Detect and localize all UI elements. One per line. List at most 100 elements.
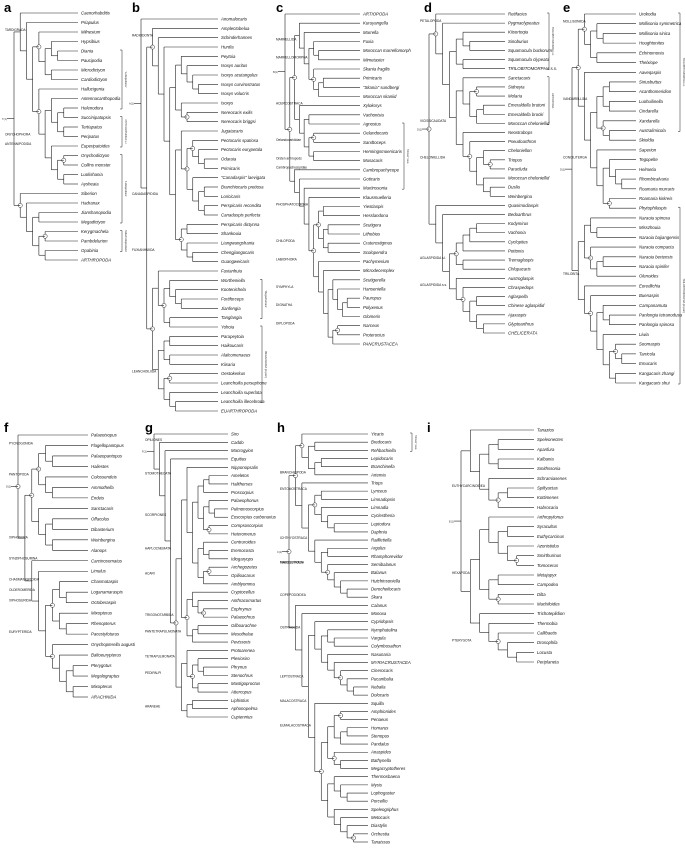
taxon-label: Bathynella xyxy=(371,758,392,763)
group-bracket-label: 'Lobopodians' xyxy=(124,181,128,197)
taxon-label: "Canadaspis" laevigata xyxy=(221,175,266,180)
taxon-label: Odaraia xyxy=(221,157,237,162)
taxon-label: Octoberaspis xyxy=(91,600,117,605)
panel-label: h xyxy=(277,420,285,435)
taxon-label: Phrynus xyxy=(231,665,248,670)
taxon-label: Argulus xyxy=(370,546,386,551)
taxon-label: Tanglangia xyxy=(221,315,242,320)
taxon-label: Caddo xyxy=(231,440,244,445)
taxon-label: Cindarella xyxy=(639,109,659,114)
taxon-label: Craterostigmus xyxy=(363,241,393,246)
taxon-label: Megadictyon xyxy=(81,220,106,225)
taxon-label: Archegozetes xyxy=(230,565,258,570)
taxon-label: Priapulus xyxy=(81,20,100,25)
clade-label: XIPHOSURA xyxy=(9,536,29,540)
taxon-label: Jugatacaris xyxy=(220,129,244,134)
taxon-label: Skioldia xyxy=(639,138,655,143)
taxon-label: Euthycarcinus xyxy=(537,534,565,539)
clade-label: PHOSPHATOCOPINA xyxy=(276,202,309,206)
taxon-label: Onychopterella augusti xyxy=(91,642,136,647)
panel-label: a xyxy=(4,0,12,15)
taxon-label: Mastigoproctus xyxy=(231,681,261,686)
taxon-label: Ammothella xyxy=(90,485,114,490)
taxon-label: Squilla xyxy=(371,701,385,706)
taxon-label: Campanamuta xyxy=(639,303,668,308)
taxon-label: Arthropylonus xyxy=(536,515,564,520)
taxon-label: Hallucigenia xyxy=(81,87,105,92)
taxon-label: Schinderhannes xyxy=(221,35,253,40)
panel-label: g xyxy=(145,420,153,435)
taxon-label: Cinerocaris xyxy=(371,668,394,673)
taxon-label: Guangweicaris xyxy=(221,259,250,264)
clade-label: LABIOPHORA xyxy=(276,257,298,261)
taxon-label: Pucanibalia xyxy=(371,676,394,681)
taxon-label: Pandalus xyxy=(371,742,390,747)
taxon-label: Chengjiangocaris xyxy=(221,250,255,255)
taxon-label: Semibalanus xyxy=(371,562,397,567)
taxon-label: Kalbania xyxy=(537,457,554,462)
taxon-label: Kootenichela xyxy=(221,287,246,292)
group-bracket xyxy=(120,154,123,224)
taxon-label: Isoxys xyxy=(221,101,234,106)
taxon-label: Eoredlichia xyxy=(639,283,661,288)
clade-label: PTERYGOTA xyxy=(452,638,472,642)
taxon-label: Alanops xyxy=(90,548,107,553)
taxon-label: Chlupacaris xyxy=(508,267,532,272)
taxon-label: Macrogyion xyxy=(231,448,254,453)
taxon-label: Metocaris xyxy=(371,815,390,820)
clade-label: SYNZIPHOSURINA xyxy=(9,557,38,561)
taxon-label: Amplectobelua xyxy=(220,26,250,31)
taxon-label: Spiltyactas xyxy=(537,486,559,491)
taxon-label: Emeraldella brutoni xyxy=(508,103,546,108)
clade-label: Orsten arthropods xyxy=(276,156,302,160)
taxon-label: Rhamphorevidor xyxy=(371,554,403,559)
taxon-label: Aysheaia xyxy=(80,182,99,187)
clade-label: CHASMATASPIDIDA xyxy=(9,578,40,582)
panel-b: bA(1)AnomalocarisAmplectobeluaSchinderha… xyxy=(129,0,268,414)
taxon-label: Diastylis xyxy=(371,823,388,828)
taxon-label: Naraoia bajiangensis xyxy=(639,235,680,240)
clade-label: XIPHOSURIDA xyxy=(9,598,32,602)
clade-label: LEPTOSTRACA xyxy=(280,675,304,679)
taxon-label: Squamacula clypeata xyxy=(508,57,550,62)
taxon-label: Panlongia tetranodusa xyxy=(639,313,683,318)
taxon-label: Primicaris xyxy=(363,76,383,81)
taxon-label: Dolocaris xyxy=(371,693,390,698)
taxon-label: Perspicaris dictynna xyxy=(221,222,260,227)
taxon-label: Kiisortoqia xyxy=(508,30,529,35)
taxon-label: Cheloniellon xyxy=(508,148,532,153)
taxon-label: Sinoburius xyxy=(508,39,529,44)
taxon-label: Heteromerus xyxy=(231,531,257,536)
taxon-label: Smithssonia xyxy=(537,466,561,471)
taxon-label: Limulus xyxy=(91,569,107,574)
node-mark-label: F(1) xyxy=(142,450,147,454)
taxon-label: Periplaneta xyxy=(537,660,559,665)
panel-f: fD(1)PalaeoisopusFlagellopantopusPalaeop… xyxy=(4,420,136,700)
taxon-label: Callibaetis xyxy=(537,631,558,636)
taxon-label: Xylokorys xyxy=(362,103,382,108)
taxon-label: Smirthurinus xyxy=(537,553,562,558)
clade-label: DIGNATHA xyxy=(276,303,293,307)
taxon-label: Aphonopelma xyxy=(230,706,258,711)
taxon-label: Habrocaria xyxy=(537,505,559,510)
taxon-label: Kerygmachela xyxy=(81,229,109,234)
taxon-label: Nymphatelina xyxy=(371,627,398,632)
taxon-label: Vargula xyxy=(371,636,386,641)
taxon-label: Siro xyxy=(231,432,239,437)
taxon-label: Lynceus xyxy=(371,489,388,494)
taxon-label: Tanaissus xyxy=(371,840,391,845)
taxon-label: Porcellio xyxy=(371,799,388,804)
taxon-label: Leanchoilia illecebrosa xyxy=(221,399,265,404)
taxon-label: Speleogriphus xyxy=(371,807,399,812)
taxon-label: Pauropus xyxy=(363,296,382,301)
panel-label: i xyxy=(427,420,431,435)
clade-label: MOLLISONIIDA xyxy=(563,20,587,24)
taxon-label: Hadranax xyxy=(81,201,100,206)
taxon-label: Cypridopsis xyxy=(371,619,394,624)
group-bracket-label: MEGACHEIRA (in part) xyxy=(264,351,268,378)
node-mark-label: D(1) xyxy=(560,167,565,171)
taxon-label: Kangacaris zhangi xyxy=(639,371,675,376)
group-bracket-label: 'Orsten' taxa xyxy=(406,149,410,164)
taxon-label: Sidneyia xyxy=(508,84,525,89)
